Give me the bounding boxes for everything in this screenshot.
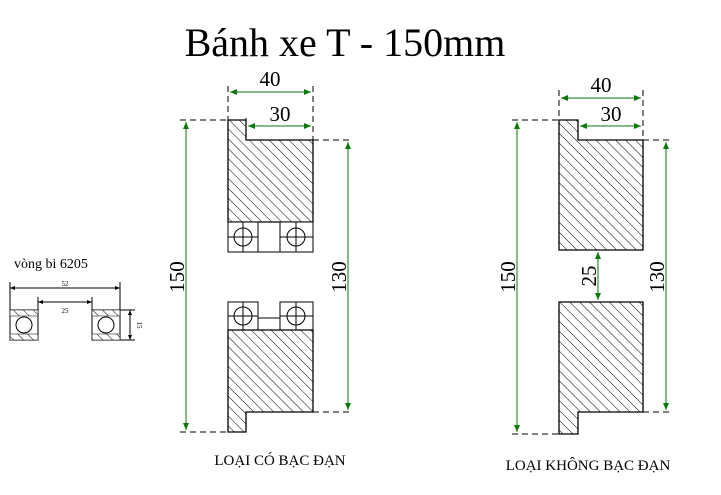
bearing-detail: vòng bi 6205 52 25 15 xyxy=(9,257,143,341)
bearing-label: vòng bi 6205 xyxy=(14,257,88,272)
page-title: Bánh xe T - 150mm xyxy=(185,20,506,65)
left-caption: LOẠI CÓ BẠC ĐẠN xyxy=(214,452,345,469)
left-upper-bearings xyxy=(227,221,314,253)
right-dim-inner-height: 130 xyxy=(645,261,669,293)
left-lower-section xyxy=(227,329,314,433)
left-upper-section xyxy=(227,119,314,223)
left-dim-inner-height: 130 xyxy=(327,261,351,293)
left-dim-total-height: 150 xyxy=(165,261,189,293)
right-upper-section xyxy=(558,119,644,251)
left-dim-total-width: 40 xyxy=(260,67,281,91)
left-lower-bearings xyxy=(227,301,314,331)
bearing-dim-outer: 52 xyxy=(62,280,70,288)
right-dim-gap: 25 xyxy=(577,266,601,287)
bearing-dim-inner: 25 xyxy=(62,307,70,315)
right-dim-flange-width: 30 xyxy=(601,102,622,126)
right-wheel-drawing: 40 30 150 130 25 LOẠI KHÔNG BẠC ĐẠN xyxy=(496,73,670,474)
left-dim-flange-width: 30 xyxy=(270,102,291,126)
right-lower-section xyxy=(558,301,644,435)
bearing-dim-width: 15 xyxy=(135,322,143,330)
right-dim-total-height: 150 xyxy=(496,261,520,293)
left-wheel-drawing: 40 30 150 130 LOẠI CÓ BẠC ĐẠN xyxy=(165,67,352,469)
right-caption: LOẠI KHÔNG BẠC ĐẠN xyxy=(506,457,671,474)
right-dim-total-width: 40 xyxy=(591,73,612,97)
